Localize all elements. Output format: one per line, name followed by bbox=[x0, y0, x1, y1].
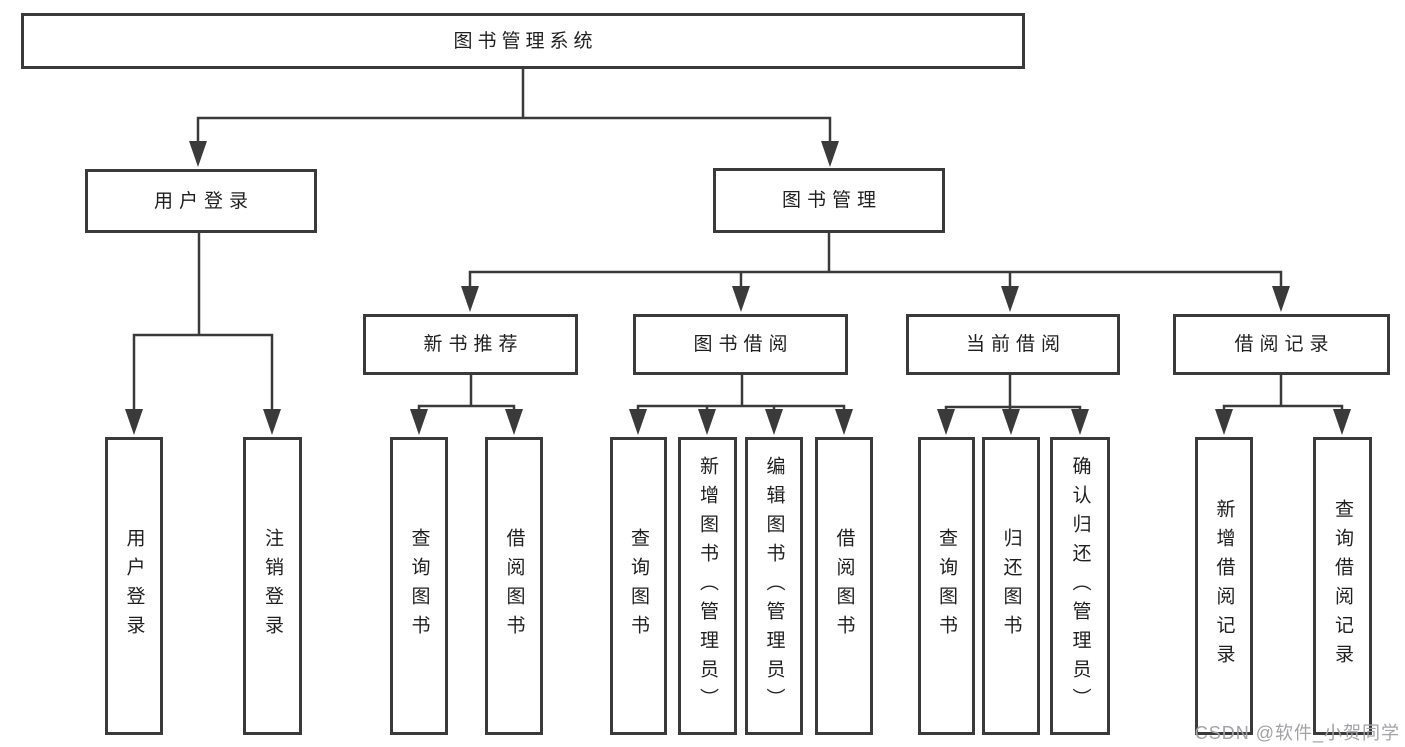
leaf-current-confirm-return-admin: 确认归还（管理员） bbox=[1050, 437, 1110, 735]
node-new-book-recommend: 新书推荐 bbox=[363, 314, 578, 375]
arrowhead bbox=[461, 286, 479, 312]
connector-root-to-level1 bbox=[196, 69, 832, 148]
arrowhead bbox=[821, 141, 839, 167]
node-book-borrow: 图书借阅 bbox=[633, 314, 848, 375]
node-book-borrow-label: 图书借阅 bbox=[693, 334, 794, 355]
arrowhead bbox=[835, 409, 853, 435]
leaf-newbook-borrow-books: 借阅图书 bbox=[485, 437, 543, 735]
node-user-login-label: 用户登录 bbox=[153, 190, 254, 212]
leaf-records-add-record-label: 新增借阅记录 bbox=[1213, 499, 1235, 673]
node-borrow-records: 借阅记录 bbox=[1173, 314, 1390, 375]
arrowhead bbox=[698, 409, 716, 435]
leaf-borrow-add-books-admin-label: 新增图书（管理员） bbox=[697, 455, 718, 717]
leaf-records-query-record: 查询借阅记录 bbox=[1313, 437, 1372, 735]
node-borrow-records-label: 借阅记录 bbox=[1234, 334, 1335, 355]
leaf-borrow-query-books-label: 查询图书 bbox=[628, 528, 649, 644]
leaf-newbook-borrow-books-label: 借阅图书 bbox=[503, 528, 525, 644]
connector-records-to-leaves bbox=[1222, 375, 1344, 418]
leaf-records-query-record-label: 查询借阅记录 bbox=[1332, 499, 1353, 673]
connector-bookmgmt-to-level2 bbox=[468, 233, 1283, 292]
node-current-borrow: 当前借阅 bbox=[906, 314, 1120, 375]
arrowhead bbox=[263, 409, 281, 435]
leaf-newbook-query-books: 查询图书 bbox=[390, 437, 448, 735]
leaf-borrow-edit-books-admin-label: 编辑图书（管理员） bbox=[763, 455, 785, 717]
node-book-management: 图书管理 bbox=[713, 168, 945, 233]
connector-userlogin-to-leaves bbox=[132, 233, 274, 418]
connector-bookborrow-to-leaves bbox=[636, 375, 846, 418]
leaf-logout: 注销登录 bbox=[243, 437, 302, 735]
arrowhead bbox=[1001, 286, 1019, 312]
arrowhead bbox=[189, 141, 207, 167]
leaf-borrow-add-books-admin: 新增图书（管理员） bbox=[678, 437, 737, 735]
leaf-current-confirm-return-admin-label: 确认归还（管理员） bbox=[1069, 455, 1091, 717]
connector-newbook-to-leaves bbox=[417, 375, 516, 418]
leaf-current-query-books: 查询图书 bbox=[918, 437, 975, 735]
leaf-newbook-query-books-label: 查询图书 bbox=[408, 528, 430, 644]
arrowhead bbox=[1272, 286, 1290, 312]
arrowhead bbox=[937, 409, 955, 435]
leaf-current-return-books: 归还图书 bbox=[982, 437, 1040, 735]
leaf-borrow-edit-books-admin: 编辑图书（管理员） bbox=[745, 437, 803, 735]
arrowhead bbox=[505, 409, 523, 435]
leaf-current-return-books-label: 归还图书 bbox=[1000, 528, 1022, 644]
leaf-borrow-borrow-books-label: 借阅图书 bbox=[833, 528, 855, 644]
node-current-borrow-label: 当前借阅 bbox=[965, 334, 1066, 355]
node-user-login: 用户登录 bbox=[85, 169, 317, 233]
arrowhead bbox=[629, 409, 647, 435]
leaf-records-add-record: 新增借阅记录 bbox=[1195, 437, 1253, 735]
arrowhead bbox=[1002, 409, 1020, 435]
arrowhead bbox=[1333, 409, 1351, 435]
leaf-logout-label: 注销登录 bbox=[262, 528, 283, 644]
leaf-borrow-borrow-books: 借阅图书 bbox=[815, 437, 873, 735]
leaf-current-query-books-label: 查询图书 bbox=[936, 528, 957, 644]
arrowhead bbox=[1071, 409, 1089, 435]
arrowhead bbox=[125, 409, 143, 435]
leaf-user-login: 用户登录 bbox=[105, 437, 163, 735]
node-root-label: 图书管理系统 bbox=[453, 30, 598, 52]
arrowhead bbox=[732, 286, 750, 312]
leaf-borrow-query-books: 查询图书 bbox=[610, 437, 667, 735]
arrowhead bbox=[1215, 409, 1233, 435]
node-new-book-recommend-label: 新书推荐 bbox=[423, 334, 524, 355]
node-book-management-label: 图书管理 bbox=[781, 190, 882, 211]
arrowhead bbox=[410, 409, 428, 435]
arrowhead bbox=[765, 409, 783, 435]
node-root: 图书管理系统 bbox=[21, 13, 1025, 69]
watermark-text: CSDN @软件_小贺同学 bbox=[1194, 723, 1400, 743]
leaf-user-login-label: 用户登录 bbox=[123, 528, 145, 644]
